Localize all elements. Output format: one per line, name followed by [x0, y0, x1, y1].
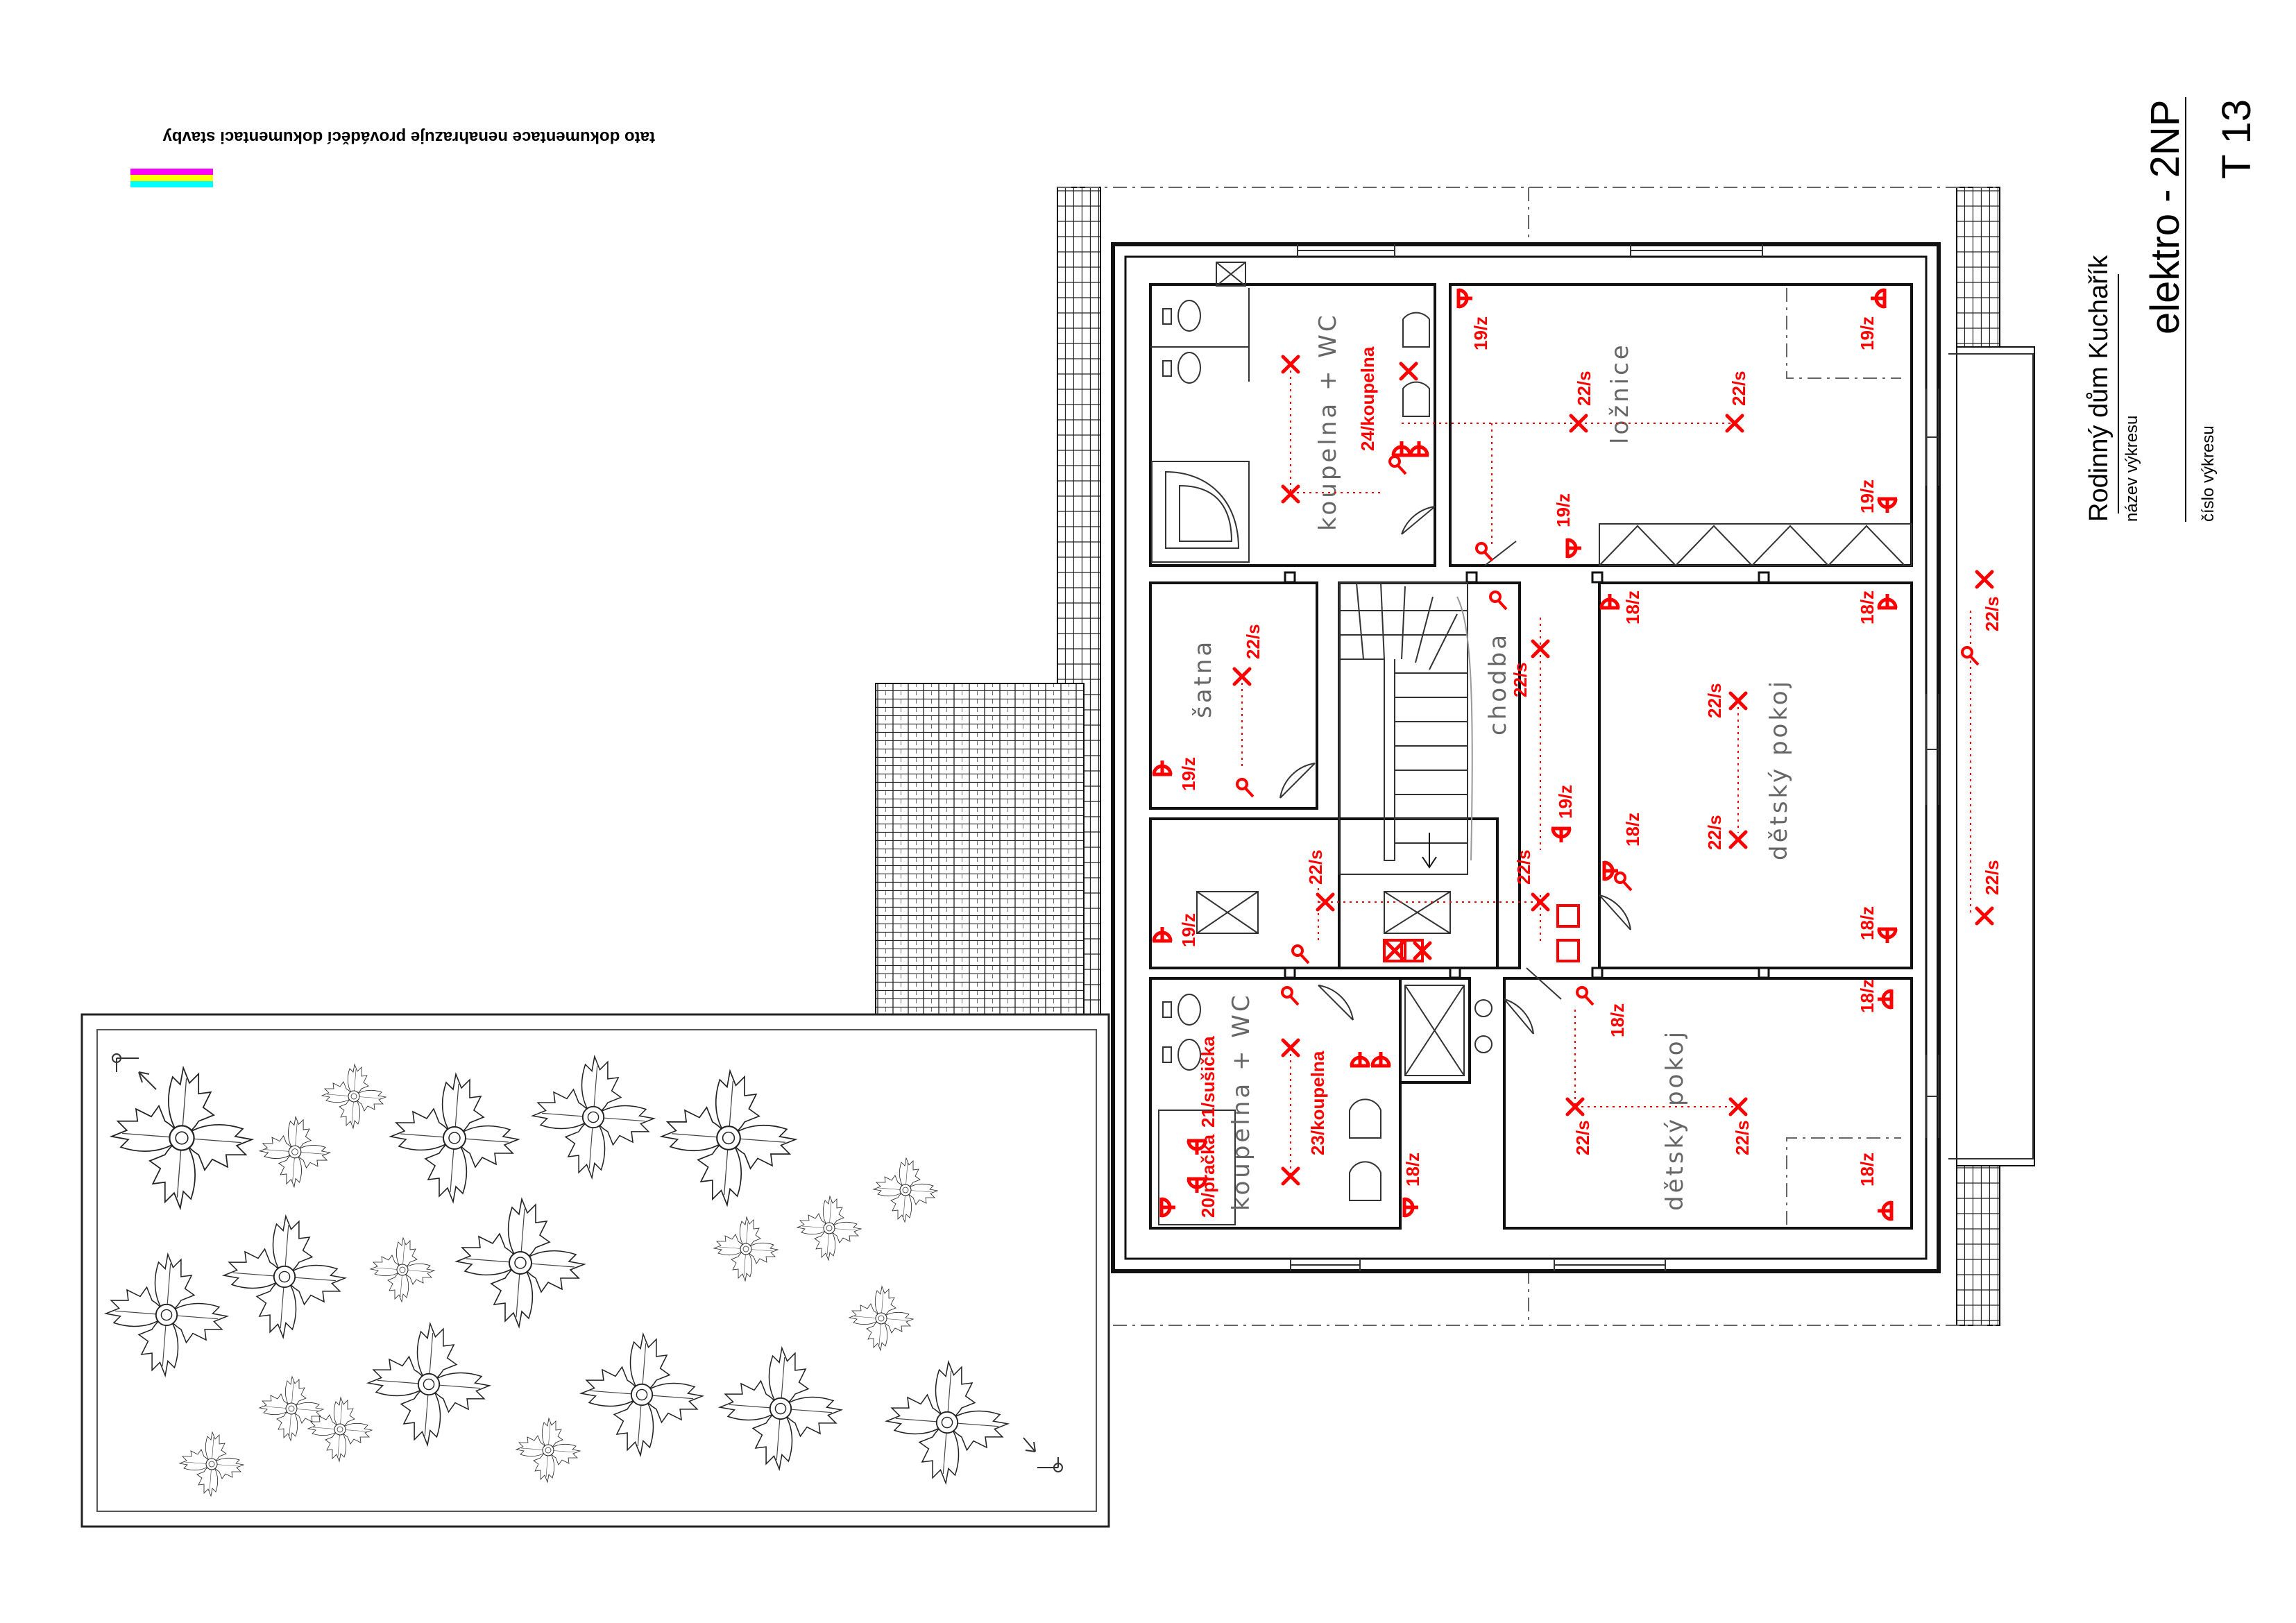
- label-22s-b: 22/s: [1728, 371, 1749, 406]
- room-name-detsky-pokoj-1: dětský pokoj: [1765, 679, 1793, 860]
- notice-text: tato dokumentace nenahrazuje prováděcí d…: [162, 128, 655, 146]
- circuit-labels: 24/koupelna 23/koupelna 21/sušička 20/pr…: [1178, 316, 2002, 1218]
- room-wardrobe: [1149, 581, 1318, 810]
- label-19z-g: 19/z: [1178, 913, 1199, 947]
- label-22s-m: 22/s: [1982, 759, 2002, 794]
- label-22s-g: 22/s: [1305, 849, 1326, 885]
- label-18z-d: 18/z: [1857, 906, 1878, 940]
- built-in-wardrobe: [1599, 523, 1912, 567]
- label-18z-f: 18/z: [1607, 1003, 1628, 1037]
- label-19z-a: 19/z: [1470, 316, 1491, 350]
- balcony-rail: [1948, 353, 2034, 1159]
- drawing-number: T 13: [2214, 99, 2259, 179]
- room-shower-closet: [1399, 977, 1471, 1084]
- garden-markers: [112, 1053, 1063, 1472]
- label-22s-e: 22/s: [1704, 683, 1725, 718]
- drawing-name: elektro - 2NP: [2143, 100, 2188, 334]
- child-bed-outline: [1786, 1137, 1901, 1225]
- label-18z-e: 18/z: [1857, 979, 1878, 1013]
- label-22s-i: 22/s: [1572, 1120, 1593, 1155]
- label-18z-c: 18/z: [1622, 813, 1643, 847]
- label-23-koupelna: 23/koupelna: [1307, 1051, 1328, 1155]
- room-bathroom-top: [1149, 283, 1436, 567]
- label-19z-f: 19/z: [1555, 785, 1576, 819]
- label-22s-a: 22/s: [1574, 371, 1595, 406]
- garden-inner-border: [96, 1029, 1097, 1512]
- door-swings: [1279, 506, 1631, 1035]
- print-color-strip: [130, 169, 213, 187]
- room-name-koupelna-top: koupelna + WC: [1314, 312, 1342, 531]
- color-strip-yellow: [130, 175, 213, 181]
- room-children-1: [1598, 581, 1913, 969]
- room-name-chodba: chodba: [1484, 632, 1512, 736]
- label-22s-j: 22/s: [1732, 1120, 1753, 1155]
- room-name-satna: šatna: [1189, 639, 1217, 718]
- label-19z-d: 19/z: [1553, 493, 1574, 527]
- bathroom-bottom-fixtures: [1158, 985, 1493, 1225]
- outer-wall: [1111, 242, 1941, 1273]
- label-20-pracka: 20/pračka: [1198, 1134, 1218, 1218]
- label-22s-c: 22/s: [1243, 624, 1264, 659]
- pillars: [1284, 571, 1770, 979]
- project-name: Rodinný dům Kuchařík: [2084, 255, 2114, 522]
- room-name-koupelna-bottom: koupelna + WC: [1227, 992, 1255, 1211]
- room-name-detsky-pokoj-2: dětský pokoj: [1661, 1029, 1689, 1211]
- room-labels: koupelna + WC ložnice šatna chodba dětsk…: [1189, 312, 1793, 1211]
- label-19z-c: 19/z: [1857, 479, 1878, 513]
- staircase: [1338, 582, 1473, 875]
- label-18z-g: 18/z: [1402, 1153, 1423, 1187]
- label-18z-h: 18/z: [1857, 1153, 1878, 1187]
- bathroom-top-fixtures: [1150, 262, 1430, 563]
- title-block: Rodinný dům Kuchařík název výkresu elekt…: [2084, 97, 2259, 522]
- windows: [1290, 244, 1939, 1271]
- drawing-name-label: název výkresu: [2123, 416, 2141, 522]
- label-22s-l: 22/s: [1982, 860, 2002, 895]
- wiring-lines: [1241, 364, 1971, 1176]
- bedroom-bed-outline: [1786, 288, 1901, 379]
- roof-lower-section: [875, 683, 1085, 1052]
- label-21-susicka: 21/sušička: [1198, 1036, 1218, 1128]
- roof-windows: [1196, 891, 1451, 934]
- double-sockets: [1383, 904, 1580, 962]
- notice-text-group: tato dokumentace nenahrazuje prováděcí d…: [162, 128, 655, 146]
- label-19z-e: 19/z: [1178, 757, 1199, 791]
- label-18z-b: 18/z: [1857, 590, 1878, 624]
- room-children-2: [1503, 977, 1913, 1230]
- drawing-number-label: číslo výkresu: [2199, 425, 2218, 522]
- room-corridor-lower: [1149, 817, 1499, 969]
- label-22s-h: 22/s: [1513, 849, 1534, 885]
- label-22s-f: 22/s: [1704, 815, 1725, 850]
- label-24-koupelna: 24/koupelna: [1357, 346, 1378, 451]
- color-strip-cyan: [130, 181, 213, 187]
- color-strip-magenta: [130, 169, 213, 175]
- label-18z-a: 18/z: [1622, 590, 1643, 624]
- balcony: [1956, 346, 2035, 1166]
- label-19z-b: 19/z: [1857, 316, 1878, 350]
- room-name-loznice: ložnice: [1606, 342, 1634, 444]
- label-22s-k: 22/s: [1982, 596, 2002, 631]
- label-22s-d: 22/s: [1510, 662, 1531, 697]
